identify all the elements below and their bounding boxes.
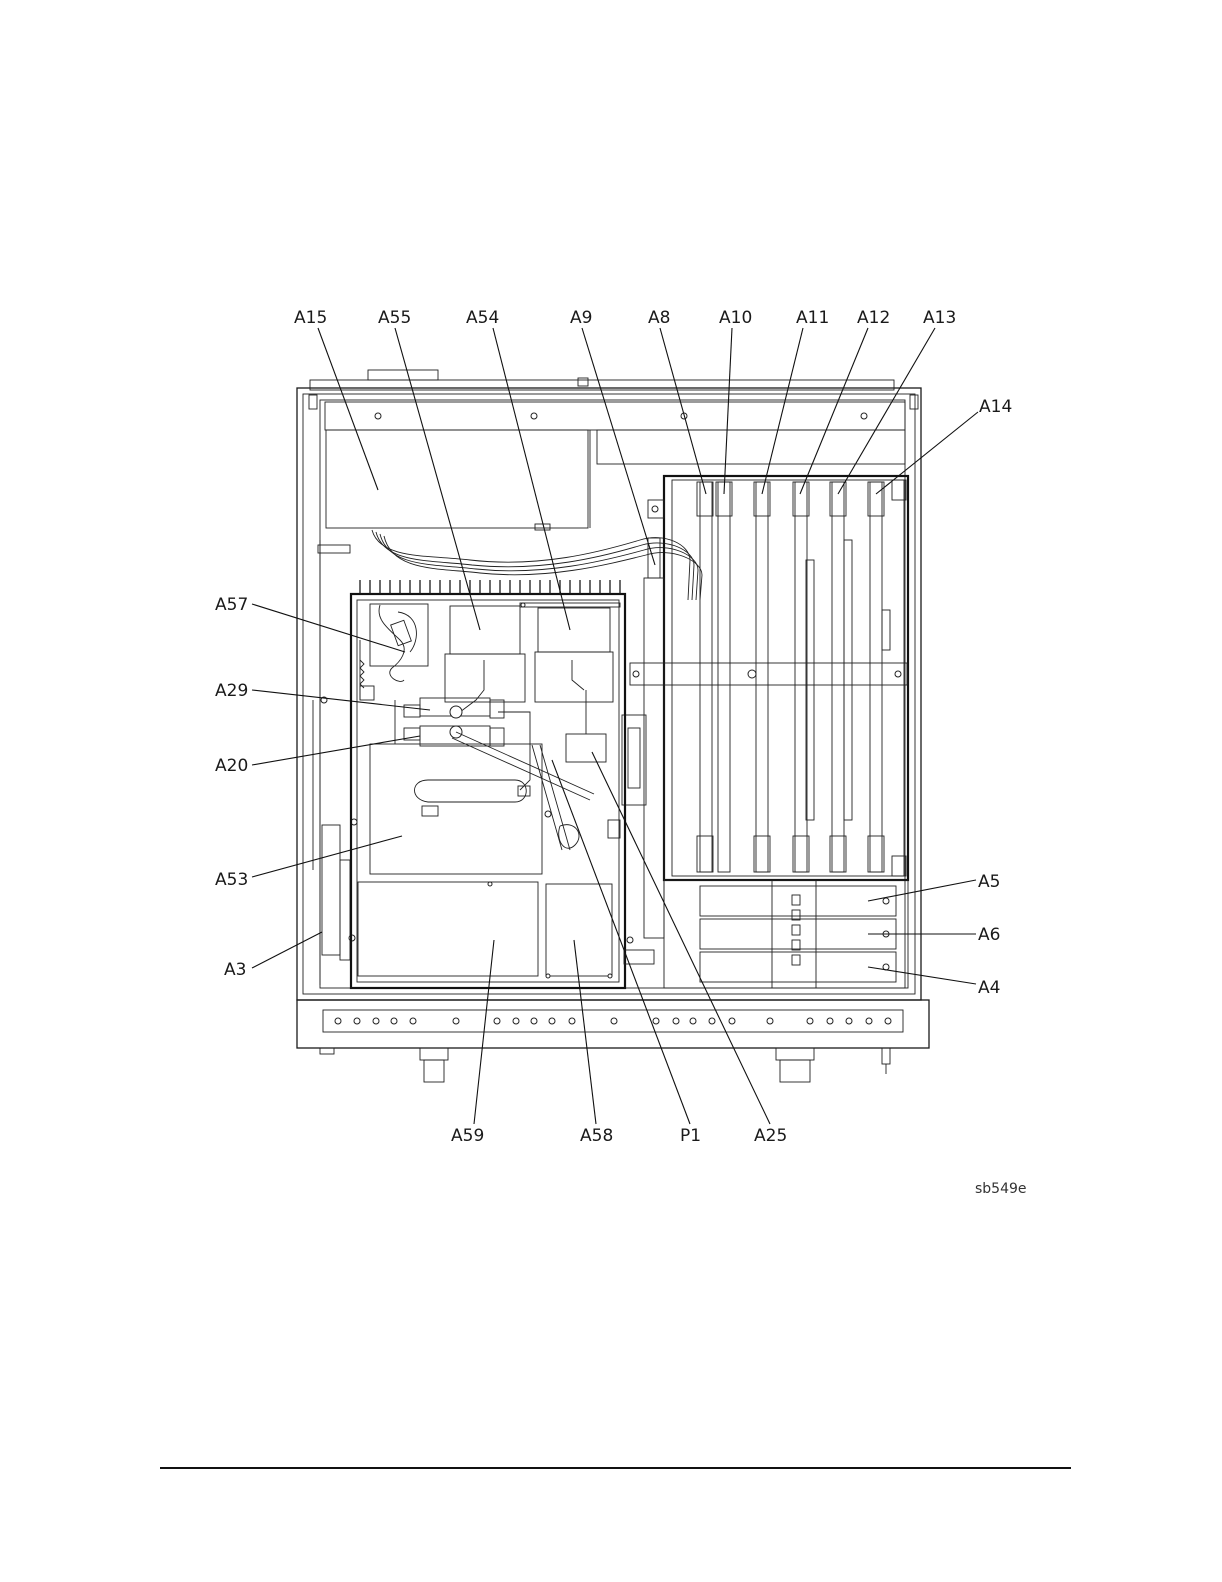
callout-a3: A3 [224, 960, 246, 980]
callout-a29: A29 [215, 681, 248, 701]
callout-p1: P1 [680, 1126, 701, 1146]
callout-a14: A14 [979, 397, 1012, 417]
callout-a10: A10 [719, 308, 752, 328]
callout-a54: A54 [466, 308, 499, 328]
callout-a6: A6 [978, 925, 1000, 945]
rf-deck [351, 580, 654, 988]
callout-a58: A58 [580, 1126, 613, 1146]
callout-a25: A25 [754, 1126, 787, 1146]
callout-a8: A8 [648, 308, 670, 328]
callout-a20: A20 [215, 756, 248, 776]
callout-a59: A59 [451, 1126, 484, 1146]
callout-a15: A15 [294, 308, 327, 328]
callout-a4: A4 [978, 978, 1000, 998]
callout-a9: A9 [570, 308, 592, 328]
heat-sink-fins [360, 580, 620, 594]
front-panel-rail [297, 1000, 929, 1082]
callout-a11: A11 [796, 308, 829, 328]
footer-rule [160, 1467, 1071, 1469]
callout-a57: A57 [215, 595, 248, 615]
callout-a55: A55 [378, 308, 411, 328]
leader-lines [252, 328, 978, 1124]
card-slots [697, 482, 890, 872]
callout-a13: A13 [923, 308, 956, 328]
callout-a5: A5 [978, 872, 1000, 892]
figure-reference: sb549e [975, 1181, 1027, 1197]
callout-a53: A53 [215, 870, 248, 890]
a15-power-supply [326, 430, 905, 600]
card-cage [622, 476, 908, 938]
callout-a12: A12 [857, 308, 890, 328]
